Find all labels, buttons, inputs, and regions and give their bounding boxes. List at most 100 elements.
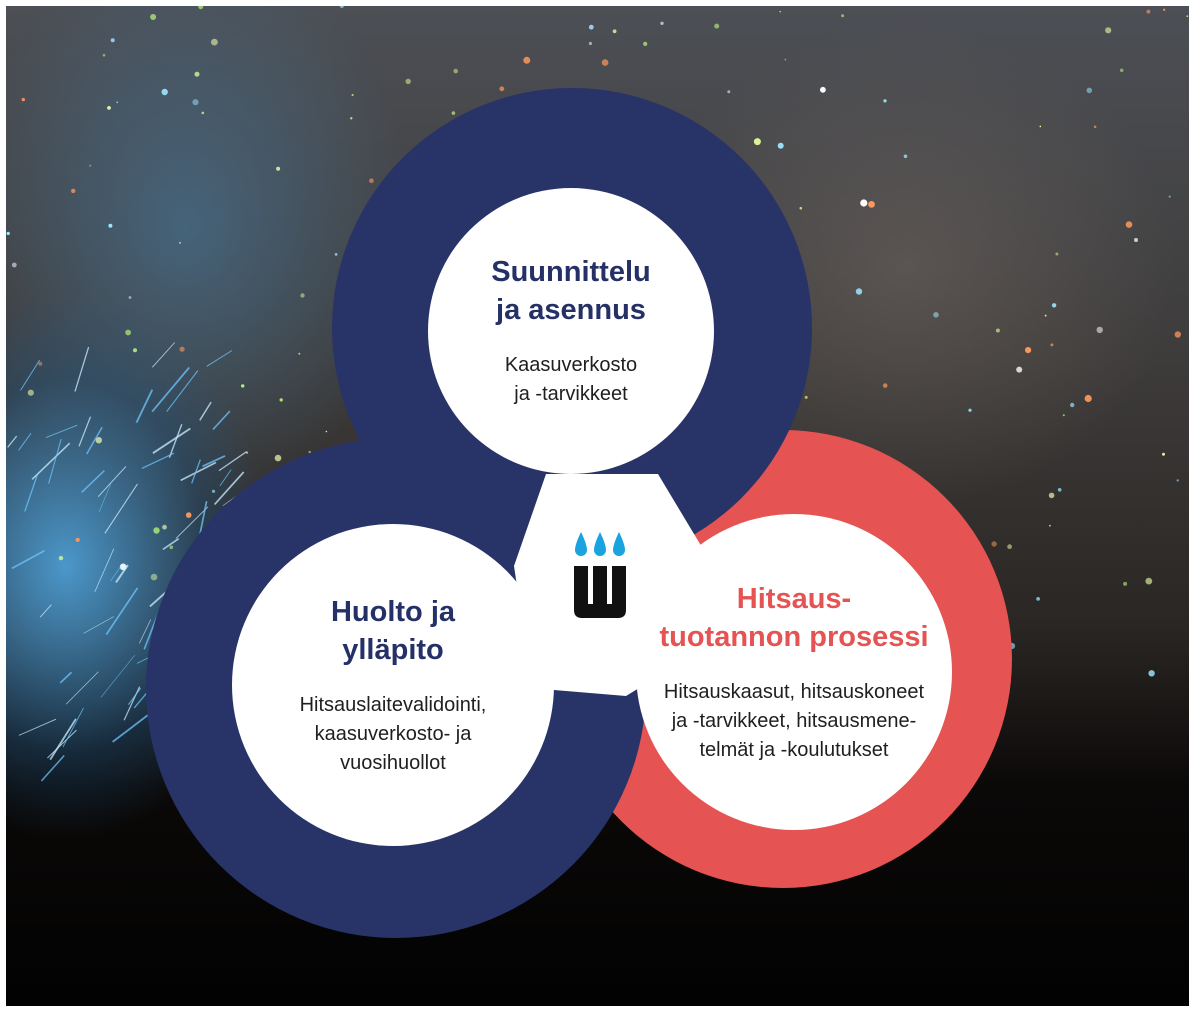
spark-streak [20,359,41,391]
spark [351,93,354,97]
spark-streak [191,459,201,484]
spark-streak [218,451,247,472]
spark [784,58,787,61]
spark [276,166,281,171]
desc-line: vuosihuollot [340,751,446,774]
circle-welding-production: Hitsaus- tuotannon prosessi Hitsauskaasu… [636,514,952,830]
circle-title: Huolto ja ylläpito [331,593,455,669]
spark [107,106,111,110]
spark [995,328,1000,333]
spark-streak [151,342,176,368]
spark-streak [83,616,115,634]
circle-maintenance: Huolto ja ylläpito Hitsauslaitevalidoint… [232,524,554,846]
spark [1168,195,1171,198]
title-line: Huolto ja [330,595,456,628]
welding-background-photo: Suunnittelu ja asennus Kaasuverkosto ja … [6,6,1189,1006]
spark [499,86,505,92]
spark [1096,326,1103,334]
spark [21,97,25,102]
spark [1039,125,1042,128]
spark [660,21,664,25]
spark [125,329,131,336]
spark-streak [166,370,199,412]
spark-streak [110,566,121,582]
circle-description: Kaasuverkosto ja -tarvikkeet [505,351,637,409]
spark [133,348,137,353]
spark-streak [62,707,84,748]
spark-streak [11,549,45,570]
spark-streak [39,604,52,618]
spark-streak [199,401,212,421]
spark [841,14,845,18]
center-hub [514,474,706,696]
spark [108,223,113,228]
title-line: tuotannon prosessi [659,620,929,653]
spark-streak [18,432,32,451]
spark [1093,125,1097,129]
spark [451,111,456,115]
spark [1055,252,1059,256]
spark [405,78,411,85]
spark [102,53,106,57]
spark [1119,68,1124,73]
spark [968,408,972,412]
spark [1134,238,1138,242]
spark [903,154,908,159]
spark-streak [49,718,77,761]
spark-streak [74,346,90,392]
spark-streak [59,671,73,684]
spark [779,10,782,13]
spark-streak [212,410,231,430]
spark [612,29,617,34]
spark [588,24,594,30]
spark [71,188,76,194]
spark [274,454,282,462]
spark [1176,479,1179,482]
spark [1070,402,1075,408]
spark [300,293,305,298]
spark [601,59,609,66]
spark-streak [112,712,151,743]
spark-streak [65,671,99,705]
spark [89,164,92,167]
spark [1050,343,1054,347]
spark-streak [78,416,92,447]
spark [150,573,158,581]
spark [727,90,731,94]
spark-streak [139,619,152,644]
desc-line: Hitsauslaitevalidointi, [299,693,487,716]
spark-streak [94,548,115,593]
spark [27,389,34,396]
spark [1186,15,1189,18]
spark-streak [97,466,127,498]
spark [777,142,784,149]
spark-streak [213,471,245,505]
spark [185,512,192,518]
spark [198,6,204,10]
spark [194,71,200,77]
spark-streak [202,455,226,468]
spark-streak [104,483,138,534]
spark [753,138,761,146]
spark-streak [98,484,111,513]
spark [1062,414,1065,417]
spark-streak [45,424,78,439]
spark-streak [168,424,183,458]
spark [178,241,182,244]
spark [820,86,826,93]
spark-streak [31,442,71,480]
desc-line: kaasuverkosto- ja [314,722,472,745]
spark [179,346,185,352]
spark-streak [48,438,62,484]
spark-streak [152,427,191,454]
spark [991,541,997,547]
spark [241,384,245,388]
spark [643,41,648,47]
title-line: ylläpito [342,633,444,666]
spark [799,206,803,210]
spark [1145,577,1153,585]
circle-description: Hitsauskaasut, hitsauskoneet ja -tarvikk… [664,678,924,765]
spark [1146,9,1151,14]
spark [860,199,868,207]
spark [334,253,338,256]
